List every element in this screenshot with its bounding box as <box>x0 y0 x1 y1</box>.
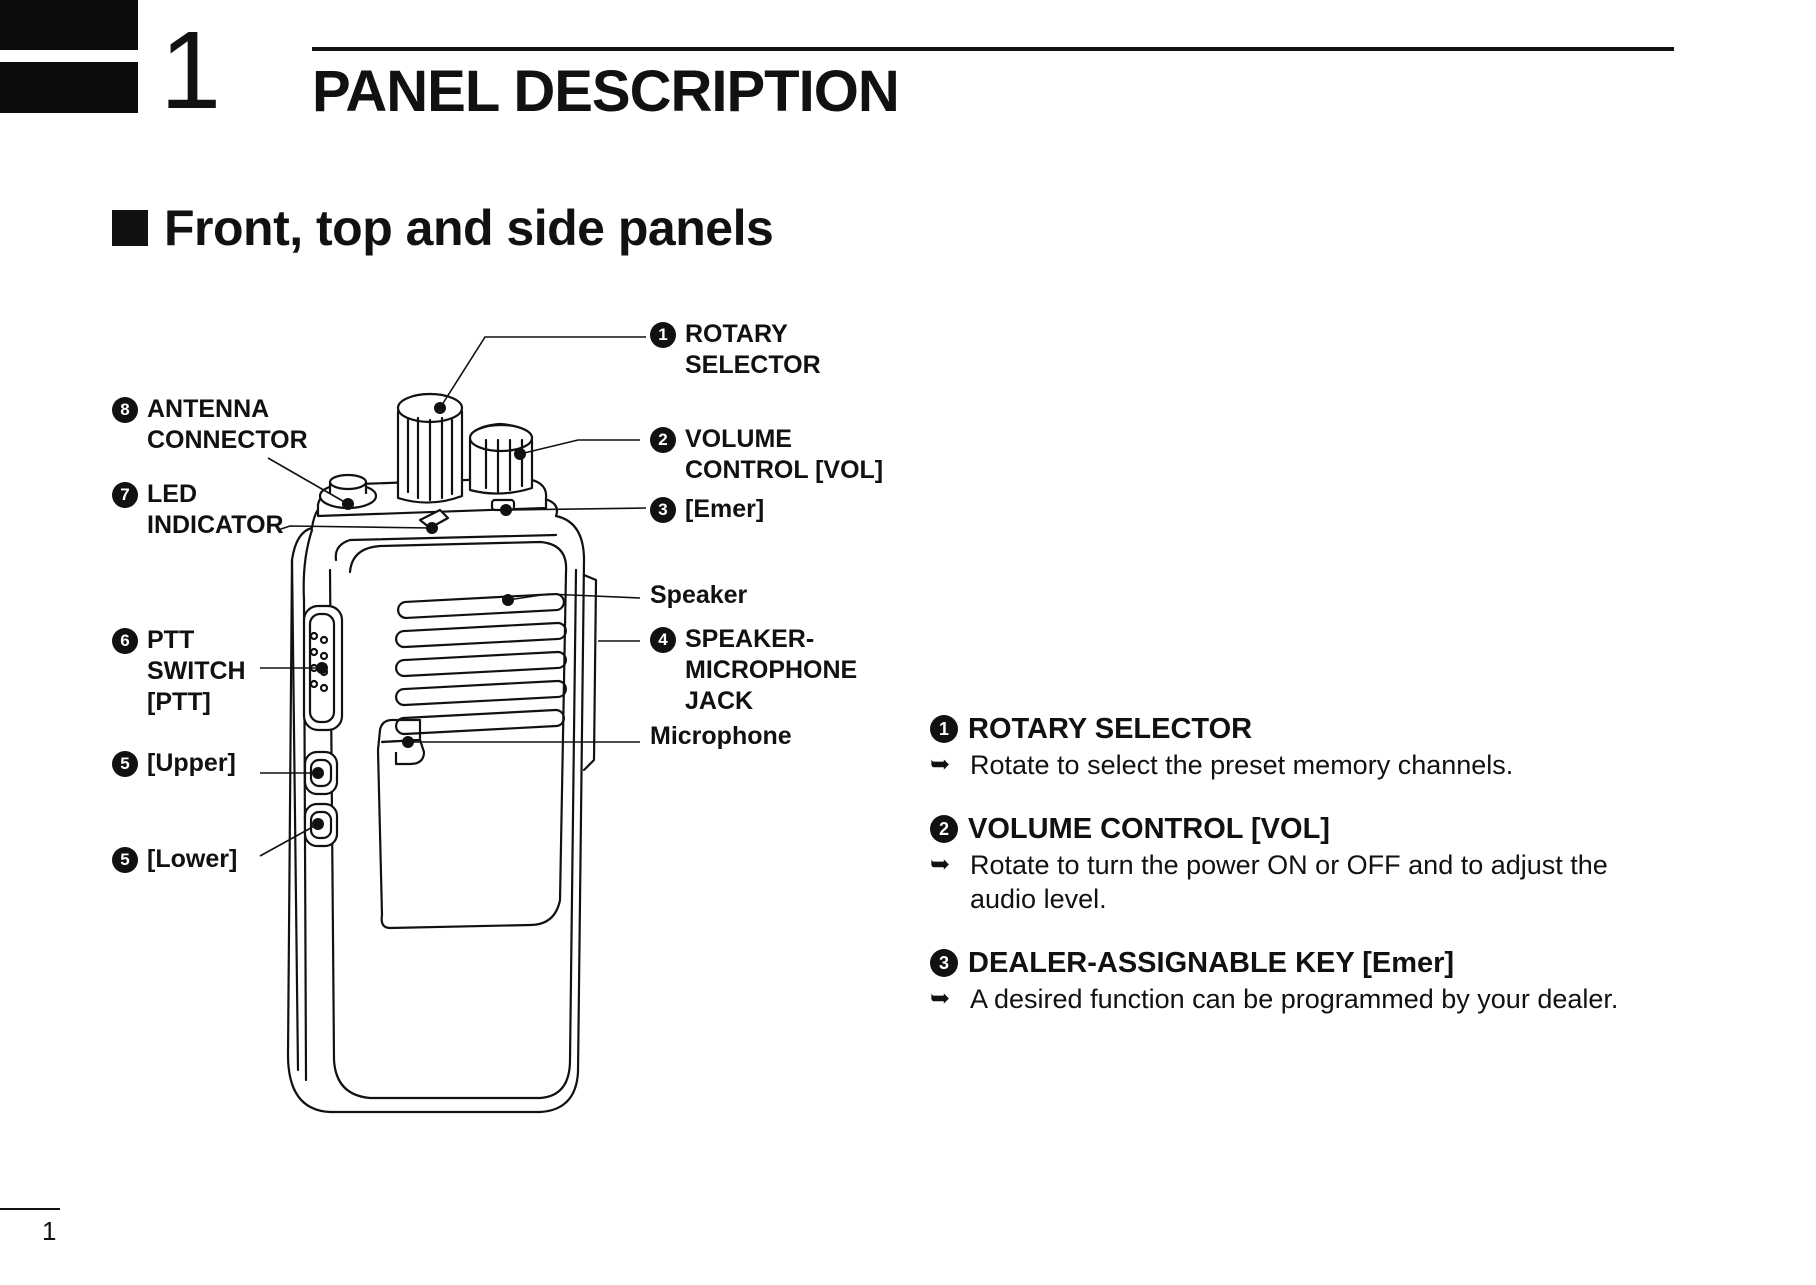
header-rule <box>312 47 1674 51</box>
description-number-3: 3 <box>930 949 958 977</box>
description-title: VOLUME CONTROL [VOL] <box>968 813 1330 845</box>
square-bullet-icon <box>112 210 148 246</box>
callout-number-6: 6 <box>112 628 138 654</box>
callout-upper-key: 5 [Upper] <box>112 748 236 779</box>
description-item-rotary-selector: 1 ROTARY SELECTOR ➥ Rotate to select the… <box>930 712 1690 782</box>
callout-speaker: Speaker <box>650 581 748 609</box>
callout-number-1: 1 <box>650 322 676 348</box>
callout-number-7: 7 <box>112 482 138 508</box>
description-text: A desired function can be programmed by … <box>970 984 1619 1014</box>
footer-rule <box>0 1208 60 1210</box>
arrow-icon: ➥ <box>930 985 951 1012</box>
section-title: Front, top and side panels <box>164 200 774 256</box>
chapter-tab-bar-top <box>0 0 138 50</box>
callout-number-4: 4 <box>650 627 676 653</box>
callout-microphone: Microphone <box>650 722 792 750</box>
speaker-grille-panel <box>348 540 568 930</box>
callout-number-5-upper: 5 <box>112 751 138 777</box>
speaker-slots <box>395 592 567 736</box>
description-list: 1 ROTARY SELECTOR ➥ Rotate to select the… <box>930 712 1690 1016</box>
chapter-tab-bar-bottom <box>0 62 138 113</box>
radio-body-outline <box>286 498 586 1114</box>
description-title: ROTARY SELECTOR <box>968 713 1253 745</box>
description-item-volume-control: 2 VOLUME CONTROL [VOL] ➥ Rotate to turn … <box>930 812 1690 916</box>
page-number: 1 <box>42 1216 57 1246</box>
description-title: DEALER-ASSIGNABLE KEY [Emer] <box>968 947 1455 979</box>
description-text: Rotate to turn the power ON or OFF and t… <box>970 850 1608 914</box>
page-title: PANEL DESCRIPTION <box>312 59 900 124</box>
arrow-icon: ➥ <box>930 851 951 878</box>
description-item-dealer-key: 3 DEALER-ASSIGNABLE KEY [Emer] ➥ A desir… <box>930 946 1690 1016</box>
description-number-2: 2 <box>930 815 958 843</box>
callout-lower-key: 5 [Lower] <box>112 844 237 875</box>
section-heading: Front, top and side panels <box>112 200 774 256</box>
description-number-1: 1 <box>930 715 958 743</box>
description-text: Rotate to select the preset memory chann… <box>970 750 1514 780</box>
callout-emer-key: 3 [Emer] <box>650 494 764 525</box>
callout-number-8: 8 <box>112 397 138 423</box>
chapter-number: 1 <box>160 9 222 132</box>
leader-lines <box>259 336 647 857</box>
callout-number-3: 3 <box>650 497 676 523</box>
callout-number-2: 2 <box>650 427 676 453</box>
microphone-outline <box>381 738 426 766</box>
callout-number-5-lower: 5 <box>112 847 138 873</box>
arrow-icon: ➥ <box>930 751 951 778</box>
